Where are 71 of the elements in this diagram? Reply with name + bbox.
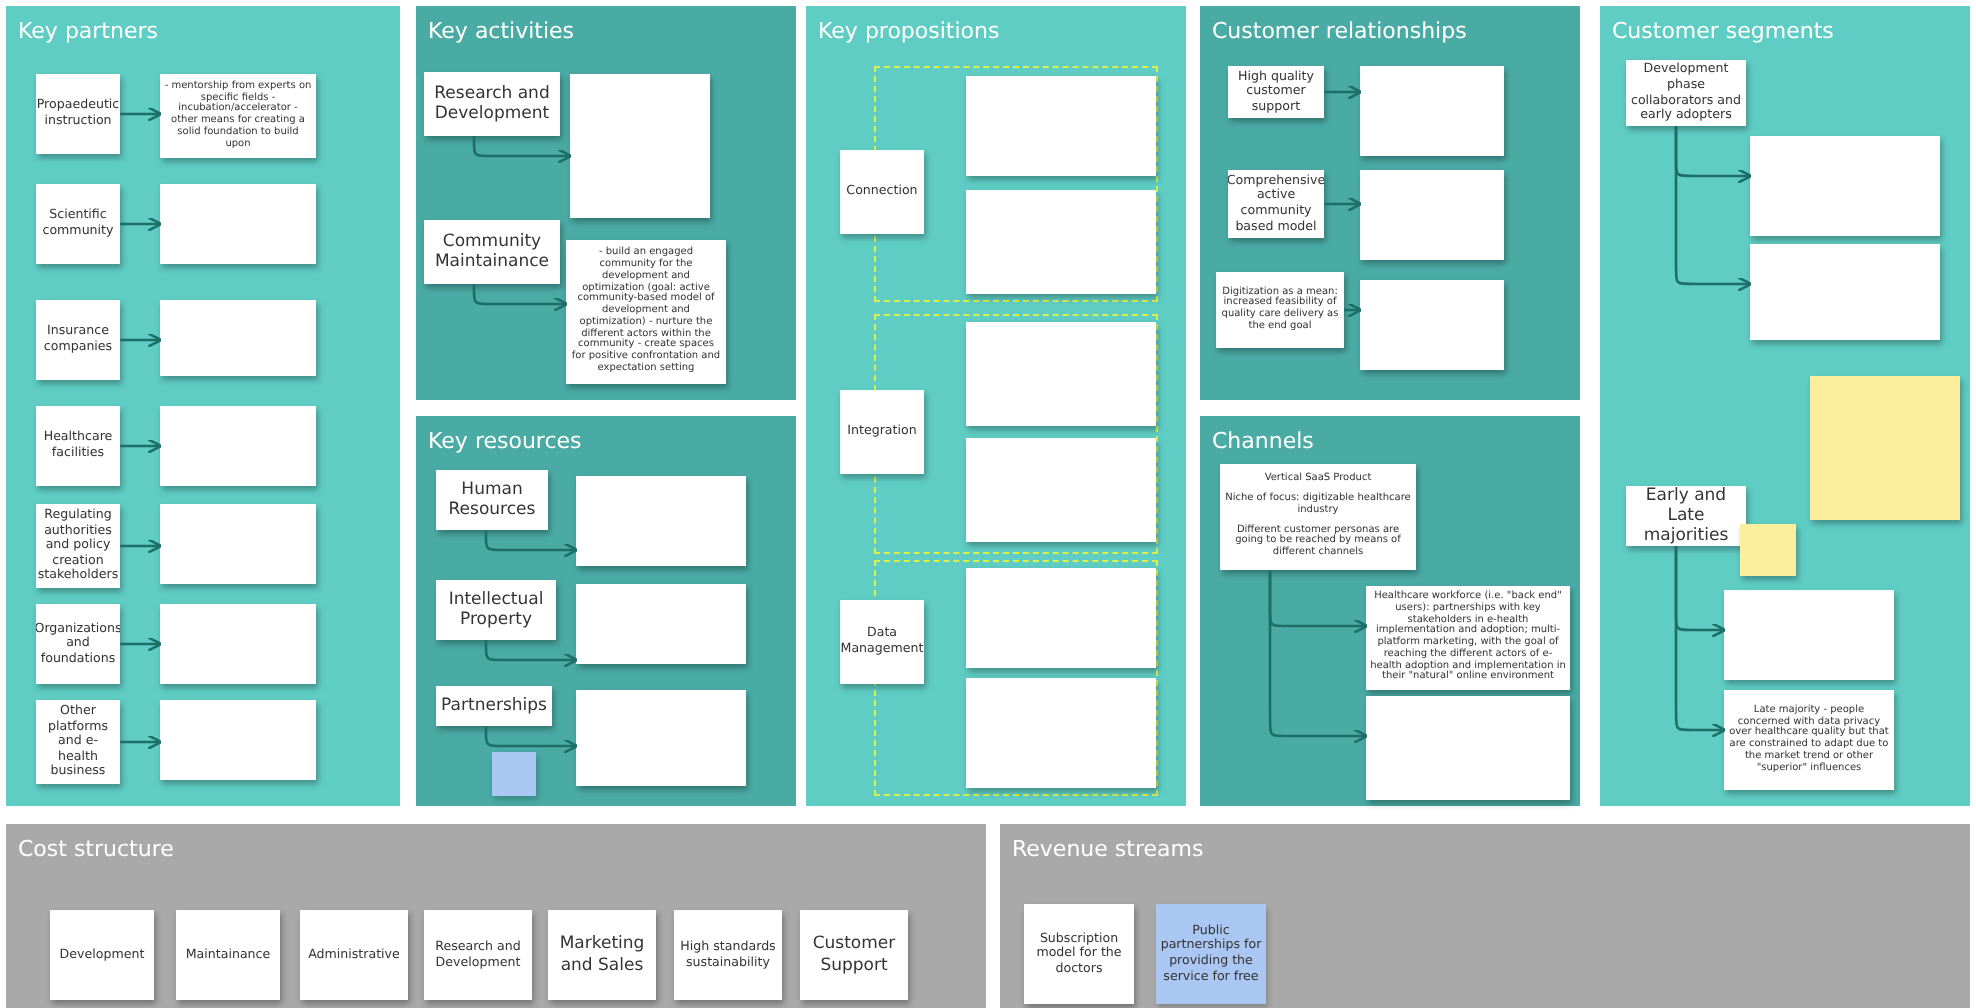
section-title: Key activities — [428, 18, 575, 44]
label-card: Research and Development — [424, 72, 560, 136]
label-card: Customer Support — [800, 910, 908, 1000]
note-card — [160, 604, 316, 684]
arrow — [484, 640, 579, 668]
label-card: Marketing and Sales — [548, 910, 656, 1000]
arrow — [484, 726, 579, 754]
canvas-section — [1000, 824, 1970, 1008]
arrow — [1674, 546, 1727, 738]
note-card — [160, 184, 316, 264]
arrow — [120, 438, 163, 454]
note-card — [966, 568, 1156, 668]
sticky-note — [1740, 524, 1796, 576]
label-card: Partnerships — [436, 686, 552, 726]
section-title: Channels — [1212, 428, 1314, 454]
sticky-note — [492, 752, 536, 796]
canvas-section — [1600, 6, 1970, 806]
arrow — [120, 734, 163, 750]
note-card — [966, 190, 1156, 294]
note-card — [1220, 464, 1416, 570]
label-card: Intellectual Property — [436, 580, 556, 640]
label-card: Human Resources — [436, 470, 548, 530]
note-card — [576, 476, 746, 566]
canvas-section — [416, 6, 796, 400]
canvas-section — [6, 824, 986, 1008]
note-card — [966, 322, 1156, 426]
arrow — [1324, 196, 1363, 212]
section-title: Key resources — [428, 428, 582, 454]
arrow — [1324, 84, 1363, 100]
note-card — [1366, 696, 1570, 800]
note-card — [160, 700, 316, 780]
section-title: Key partners — [18, 18, 158, 44]
note-card — [966, 678, 1156, 788]
section-title: Customer relationships — [1212, 18, 1467, 44]
note-card — [1360, 170, 1504, 260]
section-title: Revenue streams — [1012, 836, 1204, 862]
label-card: Community Maintainance — [424, 220, 560, 284]
canvas-section — [6, 6, 400, 806]
note-card — [1750, 136, 1940, 236]
arrow — [1268, 570, 1369, 744]
canvas-section — [1200, 416, 1580, 806]
section-title: Key propositions — [818, 18, 1000, 44]
note-card — [160, 504, 316, 584]
arrow — [472, 284, 569, 312]
arrow — [120, 538, 163, 554]
arrow — [120, 636, 163, 652]
section-title: Customer segments — [1612, 18, 1834, 44]
note-card — [966, 76, 1156, 176]
note-card — [966, 438, 1156, 542]
arrow — [1674, 126, 1753, 292]
note-card — [160, 406, 316, 486]
arrow — [1344, 302, 1363, 318]
arrow — [120, 106, 163, 122]
arrow — [120, 216, 163, 232]
arrow — [484, 530, 579, 558]
arrow — [472, 136, 573, 164]
note-card — [576, 584, 746, 664]
note-card — [160, 300, 316, 376]
section-title: Cost structure — [18, 836, 174, 862]
note-card — [1724, 590, 1894, 680]
note-card — [1360, 66, 1504, 156]
note-card — [570, 74, 710, 218]
label-card: Early and Late majorities — [1626, 486, 1746, 546]
canvas-section — [1200, 6, 1580, 400]
note-card — [576, 690, 746, 786]
note-card — [1750, 244, 1940, 340]
canvas-section — [416, 416, 796, 806]
sticky-note — [1810, 376, 1960, 520]
canvas-section — [806, 6, 1186, 806]
note-card — [1360, 280, 1504, 370]
arrow — [120, 332, 163, 348]
